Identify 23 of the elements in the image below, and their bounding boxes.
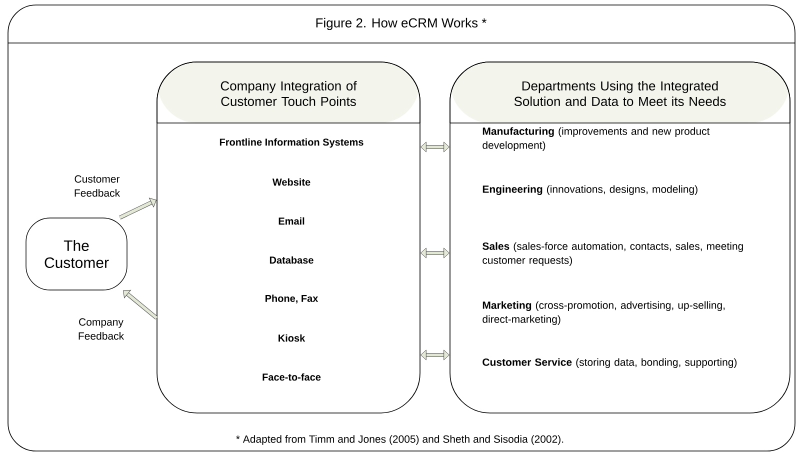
double-arrow xyxy=(420,248,450,258)
department-entry: Engineering (innovations, designs, modeling) xyxy=(482,185,698,196)
column-heading: Departments Using the Integrated Solution and Data to Meet its Needs xyxy=(514,80,726,106)
footnote: * Adapted from Timm and Jones (2005) and Sheth and Sisodia (2002). xyxy=(236,435,564,445)
edge-label: Company Feedback xyxy=(78,318,124,340)
department-entry: Marketing (cross-promotion, advertising, up-selling, direct-marketing) xyxy=(482,301,725,325)
column-heading: Company Integration of Customer Touch Points xyxy=(220,80,357,106)
touch-point: Website xyxy=(272,178,310,186)
department-entry: Customer Service (storing data, bonding, supporting) xyxy=(482,358,737,368)
figure-title: Figure 2. How eCRM Works * xyxy=(316,18,486,30)
touch-point: Face-to-face xyxy=(262,373,321,381)
edge-label: Customer Feedback xyxy=(74,175,120,197)
touch-point: Phone, Fax xyxy=(266,294,318,304)
double-arrow xyxy=(118,198,157,220)
double-arrow xyxy=(420,350,450,360)
touch-point: Database xyxy=(270,256,314,264)
touch-point: Email xyxy=(278,217,304,225)
double-arrow xyxy=(123,290,158,320)
double-arrow xyxy=(420,142,450,152)
department-entry: Manufacturing (improvements and new product development) xyxy=(482,127,710,151)
touch-point: Kiosk xyxy=(278,334,306,342)
department-entry: Sales (sales-force automation, contacts, sales, meeting customer requests) xyxy=(482,242,743,266)
touch-point: Frontline Information Systems xyxy=(220,138,364,148)
